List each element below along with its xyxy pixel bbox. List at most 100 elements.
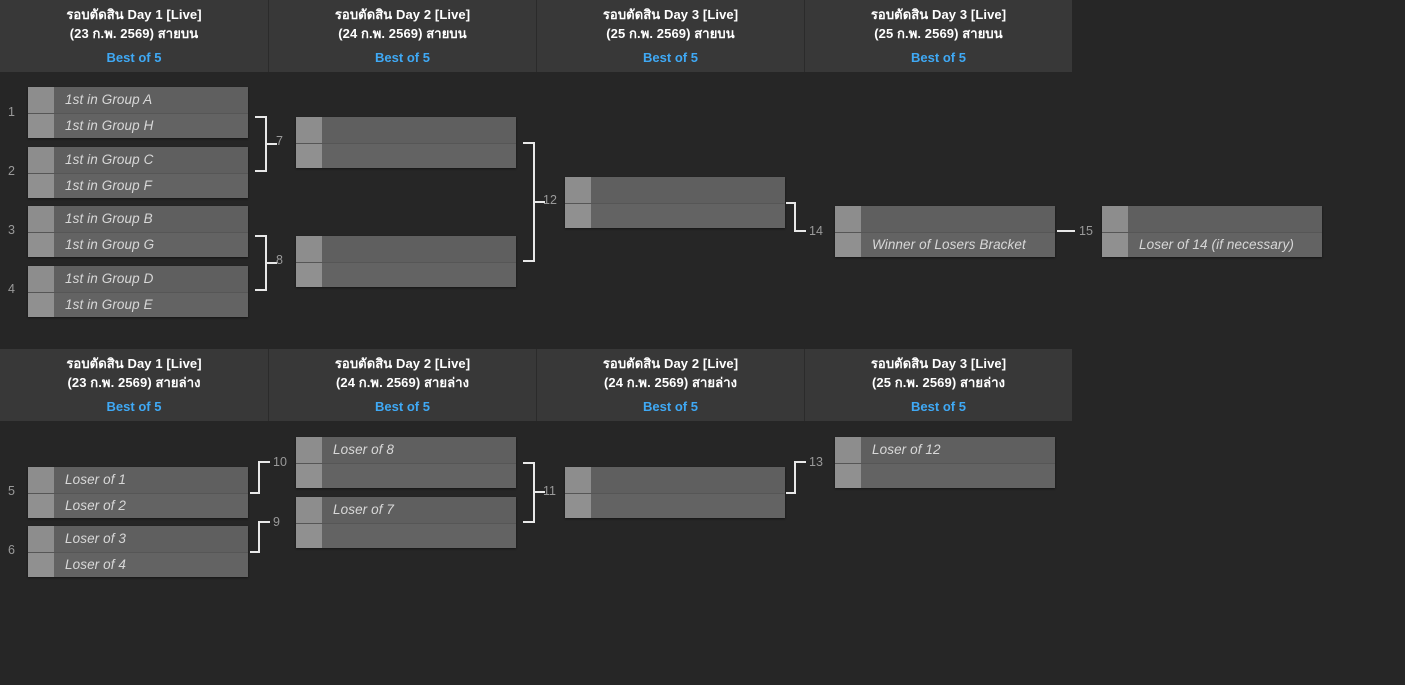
- match-14[interactable]: Winner of Losers Bracket: [835, 206, 1055, 257]
- match-1-score-bottom: [28, 113, 54, 138]
- upper-round-header-2-line1: รอบตัดสิน Day 2 [Live]: [334, 7, 471, 22]
- match-3-score-bottom: [28, 232, 54, 257]
- upper-round-header-4-line1: รอบตัดสิน Day 3 [Live]: [870, 7, 1007, 22]
- upper-round-header-4-format: Best of 5: [911, 50, 966, 65]
- match-index-4: 4: [8, 282, 15, 296]
- match-11[interactable]: [565, 467, 785, 518]
- match-10-score-bottom: [296, 463, 322, 488]
- match-6-slot-top[interactable]: Loser of 3: [28, 526, 248, 552]
- connector-label-15: 15: [1079, 224, 1093, 238]
- upper-round-header-3-line1: รอบตัดสิน Day 3 [Live]: [602, 7, 739, 22]
- match-15-slot-bottom[interactable]: Loser of 14 (if necessary): [1102, 231, 1322, 257]
- connector-5-to-10-vert: [258, 461, 260, 494]
- match-3[interactable]: 1st in Group B 1st in Group G: [28, 206, 248, 257]
- match-8-slot-bottom[interactable]: [296, 261, 516, 287]
- match-14-slot-bottom[interactable]: Winner of Losers Bracket: [835, 231, 1055, 257]
- match-13-slot-bottom[interactable]: [835, 462, 1055, 488]
- match-6-name-top: Loser of 3: [65, 531, 127, 547]
- match-3-name-top: 1st in Group B: [65, 211, 153, 227]
- match-9-score-top: [296, 497, 322, 523]
- match-11-slot-top[interactable]: [565, 467, 785, 493]
- match-11-slot-bottom[interactable]: [565, 492, 785, 518]
- connector-label-10: 10: [273, 455, 287, 469]
- match-6-score-bottom: [28, 552, 54, 577]
- match-index-1: 1: [8, 105, 15, 119]
- match-2-slot-bottom[interactable]: 1st in Group F: [28, 172, 248, 198]
- match-2-name-top: 1st in Group C: [65, 152, 154, 168]
- match-6[interactable]: Loser of 3 Loser of 4: [28, 526, 248, 577]
- match-12-slot-bottom[interactable]: [565, 202, 785, 228]
- lower-round-header-1-line1: รอบตัดสิน Day 1 [Live]: [66, 356, 202, 371]
- match-10-slot-bottom[interactable]: [296, 462, 516, 488]
- connector-12-to-14-top: [786, 202, 796, 204]
- match-1-slot-top[interactable]: 1st in Group A: [28, 87, 248, 113]
- connector-label-13: 13: [809, 455, 823, 469]
- connector-stub-12: [535, 201, 545, 203]
- match-3-slot-bottom[interactable]: 1st in Group G: [28, 231, 248, 257]
- connector-to-12: [523, 142, 535, 262]
- match-7-slot-bottom[interactable]: [296, 142, 516, 168]
- match-4-score-top: [28, 266, 54, 292]
- match-index-2: 2: [8, 164, 15, 178]
- match-14-score-top: [835, 206, 861, 232]
- match-2-score-bottom: [28, 173, 54, 198]
- match-7-slot-top[interactable]: [296, 117, 516, 143]
- match-7-score-bottom: [296, 143, 322, 168]
- lower-bracket-header-band: รอบตัดสิน Day 1 [Live] (23 ก.พ. 2569) สา…: [0, 349, 1072, 421]
- lower-round-header-4: รอบตัดสิน Day 3 [Live] (25 ก.พ. 2569) สา…: [804, 349, 1072, 421]
- connector-14-to-15: [1057, 230, 1075, 232]
- match-15-slot-top[interactable]: [1102, 206, 1322, 232]
- upper-bracket-header-band: รอบตัดสิน Day 1 [Live] (23 ก.พ. 2569) สา…: [0, 0, 1072, 72]
- match-14-slot-top[interactable]: [835, 206, 1055, 232]
- connector-11-to-13-bottom: [786, 492, 796, 494]
- connector-to-8: [255, 235, 267, 291]
- match-13-name-top: Loser of 12: [872, 442, 941, 458]
- match-9[interactable]: Loser of 7: [296, 497, 516, 548]
- match-15[interactable]: Loser of 14 (if necessary): [1102, 206, 1322, 257]
- upper-round-header-1-line1: รอบตัดสิน Day 1 [Live]: [66, 7, 202, 22]
- match-5-name-bottom: Loser of 2: [65, 498, 127, 514]
- match-8-slot-top[interactable]: [296, 236, 516, 262]
- match-1-name-top: 1st in Group A: [65, 92, 153, 108]
- match-4[interactable]: 1st in Group D 1st in Group E: [28, 266, 248, 317]
- match-4-slot-bottom[interactable]: 1st in Group E: [28, 291, 248, 317]
- match-1-slot-bottom[interactable]: 1st in Group H: [28, 112, 248, 138]
- match-2-name-bottom: 1st in Group F: [65, 178, 152, 194]
- match-2-slot-top[interactable]: 1st in Group C: [28, 147, 248, 173]
- connector-label-11: 11: [543, 484, 556, 498]
- match-5-slot-bottom[interactable]: Loser of 2: [28, 492, 248, 518]
- match-8[interactable]: [296, 236, 516, 287]
- match-12[interactable]: [565, 177, 785, 228]
- match-4-name-bottom: 1st in Group E: [65, 297, 153, 313]
- match-13-score-top: [835, 437, 861, 463]
- connector-6-to-9-vert: [258, 521, 260, 553]
- connector-to-7: [255, 116, 267, 172]
- match-13[interactable]: Loser of 12: [835, 437, 1055, 488]
- match-7-score-top: [296, 117, 322, 143]
- match-2[interactable]: 1st in Group C 1st in Group F: [28, 147, 248, 198]
- match-1[interactable]: 1st in Group A 1st in Group H: [28, 87, 248, 138]
- connector-stub-7: [267, 143, 277, 145]
- match-3-slot-top[interactable]: 1st in Group B: [28, 206, 248, 232]
- match-9-slot-bottom[interactable]: [296, 522, 516, 548]
- match-1-score-top: [28, 87, 54, 113]
- connector-11-to-13-vert: [794, 461, 796, 494]
- match-9-slot-top[interactable]: Loser of 7: [296, 497, 516, 523]
- match-10-slot-top[interactable]: Loser of 8: [296, 437, 516, 463]
- lower-round-header-1-line2: (23 ก.พ. 2569) สายล่าง: [67, 375, 201, 390]
- match-5-slot-top[interactable]: Loser of 1: [28, 467, 248, 493]
- match-13-slot-top[interactable]: Loser of 12: [835, 437, 1055, 463]
- match-7[interactable]: [296, 117, 516, 168]
- match-6-slot-bottom[interactable]: Loser of 4: [28, 551, 248, 577]
- lower-round-header-2: รอบตัดสิน Day 2 [Live] (24 ก.พ. 2569) สา…: [268, 349, 536, 421]
- match-4-slot-top[interactable]: 1st in Group D: [28, 266, 248, 292]
- match-10[interactable]: Loser of 8: [296, 437, 516, 488]
- connector-label-7: 7: [276, 134, 283, 148]
- connector-5-to-10-bottom: [250, 492, 260, 494]
- lower-round-header-1: รอบตัดสิน Day 1 [Live] (23 ก.พ. 2569) สา…: [0, 349, 268, 421]
- match-5[interactable]: Loser of 1 Loser of 2: [28, 467, 248, 518]
- connector-stub-8: [267, 262, 277, 264]
- match-12-slot-top[interactable]: [565, 177, 785, 203]
- match-15-score-top: [1102, 206, 1128, 232]
